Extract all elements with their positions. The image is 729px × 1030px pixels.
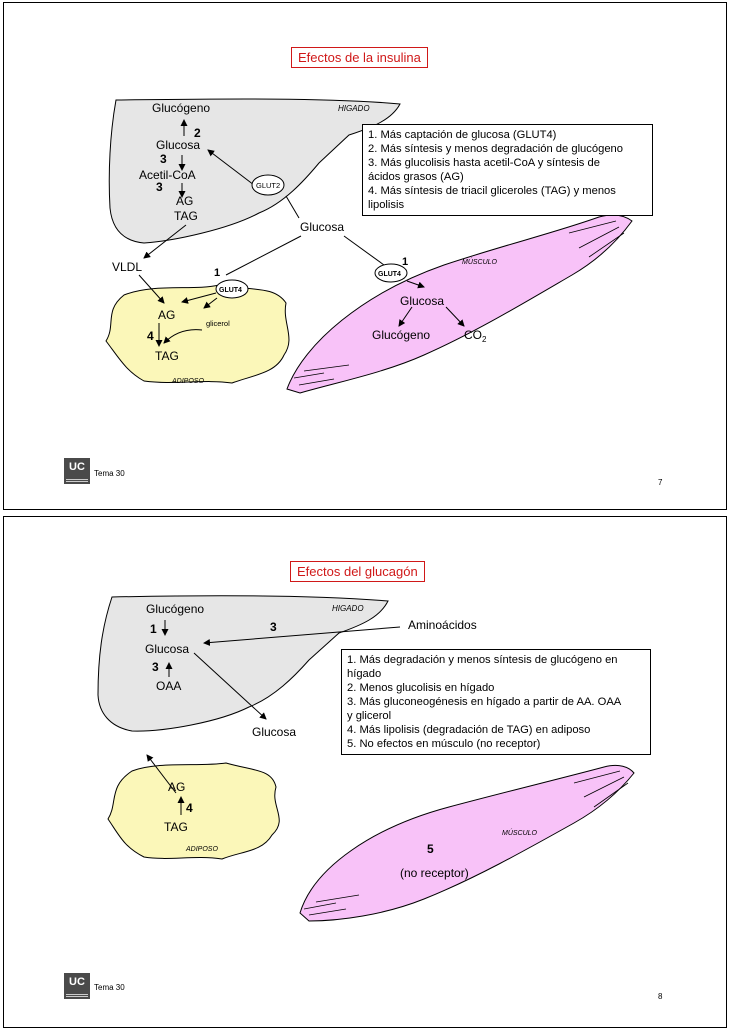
label-ag-liver: AG bbox=[176, 194, 193, 208]
label-glut4-adipose: GLUT4 bbox=[219, 287, 242, 294]
insulin-diagram: HIGADO Glucógeno 2 Glucosa 3 Acetil-CoA … bbox=[4, 3, 726, 509]
label-no-receptor: (no receptor) bbox=[400, 866, 469, 880]
label-glucosa-liver: Glucosa bbox=[156, 138, 200, 152]
label-glucosa-muscle: Glucosa bbox=[400, 294, 444, 308]
page-number: 7 bbox=[658, 478, 662, 487]
info-line: 5. No efectos en músculo (no receptor) bbox=[347, 737, 645, 751]
slide-insulina: HIGADO Glucógeno 2 Glucosa 3 Acetil-CoA … bbox=[3, 2, 727, 510]
adipose-shape bbox=[108, 763, 279, 859]
info-line: 4. Más lipolisis (degradación de TAG) en… bbox=[347, 723, 645, 737]
label-vldl: VLDL bbox=[112, 260, 142, 274]
label-num1-adipose: 1 bbox=[214, 267, 220, 279]
info-line: 2. Menos glucolisis en hígado bbox=[347, 681, 645, 695]
label-oaa: OAA bbox=[156, 679, 181, 693]
label-higado: HIGADO bbox=[332, 604, 364, 613]
label-ag: AG bbox=[168, 780, 185, 794]
info-line: lipolisis bbox=[368, 198, 647, 212]
label-glut2: GLUT2 bbox=[256, 181, 280, 190]
info-line: hígado bbox=[347, 667, 645, 681]
label-glicerol: glicerol bbox=[206, 319, 230, 328]
uc-logo: UC bbox=[64, 458, 90, 484]
label-glucosa-liver: Glucosa bbox=[145, 642, 189, 656]
label-num1: 1 bbox=[150, 622, 157, 636]
footer-tema: Tema 30 bbox=[94, 983, 125, 992]
label-glucogeno-muscle: Glucógeno bbox=[372, 328, 430, 342]
slide1-title: Efectos de la insulina bbox=[291, 47, 428, 68]
label-musculo: MÚSCULO bbox=[462, 257, 498, 266]
label-num3: 3 bbox=[152, 660, 159, 674]
info-line: 3. Más gluconeogénesis en hígado a parti… bbox=[347, 695, 645, 709]
slide2-info-box: 1. Más degradación y menos síntesis de g… bbox=[341, 649, 651, 755]
label-glut4-muscle: GLUT4 bbox=[378, 271, 401, 278]
label-num3a: 3 bbox=[160, 152, 167, 166]
uc-logo: UC bbox=[64, 973, 90, 999]
label-acetil: Acetil-CoA bbox=[139, 168, 196, 182]
info-line: 4. Más síntesis de triacil gliceroles (T… bbox=[368, 184, 647, 198]
label-glucogeno: Glucógeno bbox=[146, 602, 204, 616]
label-adiposo: ADIPOSO bbox=[171, 378, 204, 385]
label-adiposo: ADIPOSO bbox=[185, 846, 218, 853]
slide-glucagon: HIGADO Glucógeno 1 3 Aminoácidos Glucosa… bbox=[3, 516, 727, 1028]
label-tag: TAG bbox=[164, 820, 188, 834]
label-num1-muscle: 1 bbox=[402, 256, 408, 268]
label-num4: 4 bbox=[186, 801, 193, 815]
adipose-shape bbox=[106, 285, 289, 383]
info-line: 1. Más captación de glucosa (GLUT4) bbox=[368, 128, 647, 142]
glucagon-diagram: HIGADO Glucógeno 1 3 Aminoácidos Glucosa… bbox=[4, 517, 726, 1027]
label-tag-adipose: TAG bbox=[155, 349, 179, 363]
info-line: 3. Más glucolisis hasta acetil-CoA y sín… bbox=[368, 156, 647, 170]
label-glucosa-out: Glucosa bbox=[252, 725, 296, 739]
label-co2: CO2 bbox=[464, 328, 487, 344]
label-num3b: 3 bbox=[156, 180, 163, 194]
info-line: 2. Más síntesis y menos degradación de g… bbox=[368, 142, 647, 156]
footer-tema: Tema 30 bbox=[94, 469, 125, 478]
info-line: 1. Más degradación y menos síntesis de g… bbox=[347, 653, 645, 667]
label-ag-adipose: AG bbox=[158, 308, 175, 322]
label-aminoacidos: Aminoácidos bbox=[408, 618, 477, 632]
label-num4: 4 bbox=[147, 329, 154, 343]
label-glucogeno: Glucógeno bbox=[152, 101, 210, 115]
page-number: 8 bbox=[658, 992, 662, 1001]
label-num5: 5 bbox=[427, 842, 434, 856]
muscle-shape bbox=[300, 765, 634, 921]
label-glucosa-center: Glucosa bbox=[300, 220, 344, 234]
info-line: ácidos grasos (AG) bbox=[368, 170, 647, 184]
slide2-title: Efectos del glucagón bbox=[290, 561, 425, 582]
label-num3-amino: 3 bbox=[270, 620, 277, 634]
label-musculo: MÚSCULO bbox=[502, 828, 538, 837]
label-tag-liver: TAG bbox=[174, 209, 198, 223]
slide1-info-box: 1. Más captación de glucosa (GLUT4) 2. M… bbox=[362, 124, 653, 216]
label-higado: HIGADO bbox=[338, 104, 370, 113]
info-line: y glicerol bbox=[347, 709, 645, 723]
